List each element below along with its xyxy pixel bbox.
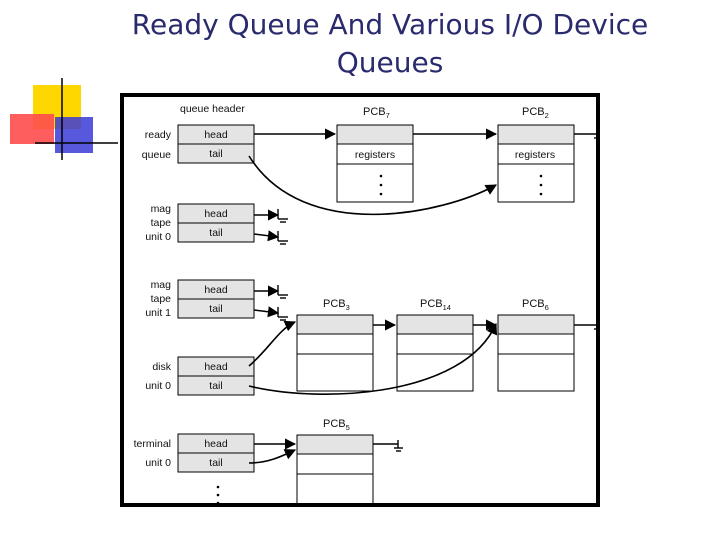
slide-title: Ready Queue And Various I/O Device Queue… <box>131 8 649 79</box>
head-cell: head <box>204 284 228 296</box>
queue-diagram-svg: queue header ready queue mag tape unit 0… <box>134 103 596 503</box>
tail-cell: tail <box>209 227 222 239</box>
queue-diagram: queue header ready queue mag tape unit 0… <box>120 93 600 507</box>
header-cells <box>177 124 255 473</box>
ellipsis-dots <box>379 174 383 196</box>
queue-label-mag-tape-1: mag tape unit 1 <box>145 279 171 319</box>
head-cell: head <box>204 129 228 141</box>
queue-label-line: unit 0 <box>145 380 171 392</box>
ellipsis-dots <box>539 174 543 196</box>
head-cell: head <box>204 438 228 450</box>
queue-label-line: unit 0 <box>145 457 171 469</box>
registers-label: registers <box>355 149 395 161</box>
ground-symbol <box>277 231 288 245</box>
queue-label-line: unit 0 <box>145 231 171 243</box>
pcb-label-6: PCB6 <box>522 298 549 312</box>
pcb-label-2: PCB2 <box>522 106 549 120</box>
queue-label-line: tape <box>151 217 172 229</box>
pcb-block-5 <box>296 434 374 503</box>
queue-label-line: tape <box>151 293 172 305</box>
blue-square <box>55 117 93 153</box>
ground-symbol <box>277 209 288 223</box>
slide-decoration <box>10 78 118 160</box>
queue-label-line: unit 1 <box>145 307 171 319</box>
registers-label: registers <box>515 149 555 161</box>
queue-label-mag-tape-0: mag tape unit 0 <box>145 203 171 243</box>
queue-label-line: mag <box>151 279 172 291</box>
queue-header-label: queue header <box>180 103 245 115</box>
pcb-block-2 <box>497 124 575 203</box>
pcb-block-7 <box>336 124 414 203</box>
pcb-label-5: PCB5 <box>323 418 350 432</box>
queue-label-disk: disk unit 0 <box>145 361 171 392</box>
header-cell-labels: head tail head tail head tail head tail … <box>204 129 228 469</box>
tail-cell: tail <box>209 303 222 315</box>
pcb-block-3 <box>296 314 374 392</box>
more-queues-dots <box>216 485 220 503</box>
red-square <box>10 114 54 144</box>
queue-label-ready: ready queue <box>142 129 172 161</box>
ground-symbol <box>277 285 288 299</box>
pcb-label-7: PCB7 <box>363 106 390 120</box>
pcb-block-14 <box>396 314 474 392</box>
tail-cell: tail <box>209 380 222 392</box>
pointer-arrows <box>248 128 596 464</box>
ground-symbol <box>594 328 596 330</box>
pcb-block-6 <box>497 314 575 392</box>
head-cell: head <box>204 361 228 373</box>
queue-label-line: terminal <box>134 438 171 450</box>
ground-symbol <box>277 307 288 321</box>
queue-label-line: ready <box>145 129 172 141</box>
head-cell: head <box>204 208 228 220</box>
ground-symbol <box>594 137 596 139</box>
queue-label-line: queue <box>142 149 171 161</box>
queue-label-line: mag <box>151 203 172 215</box>
tail-cell: tail <box>209 457 222 469</box>
queue-label-line: disk <box>152 361 171 373</box>
ground-symbol <box>394 440 403 452</box>
pcb-label-14: PCB14 <box>420 298 451 312</box>
null-pointer-symbols <box>277 137 596 452</box>
pcb-label-3: PCB3 <box>323 298 350 312</box>
queue-label-terminal: terminal unit 0 <box>134 438 172 469</box>
tail-cell: tail <box>209 148 222 160</box>
